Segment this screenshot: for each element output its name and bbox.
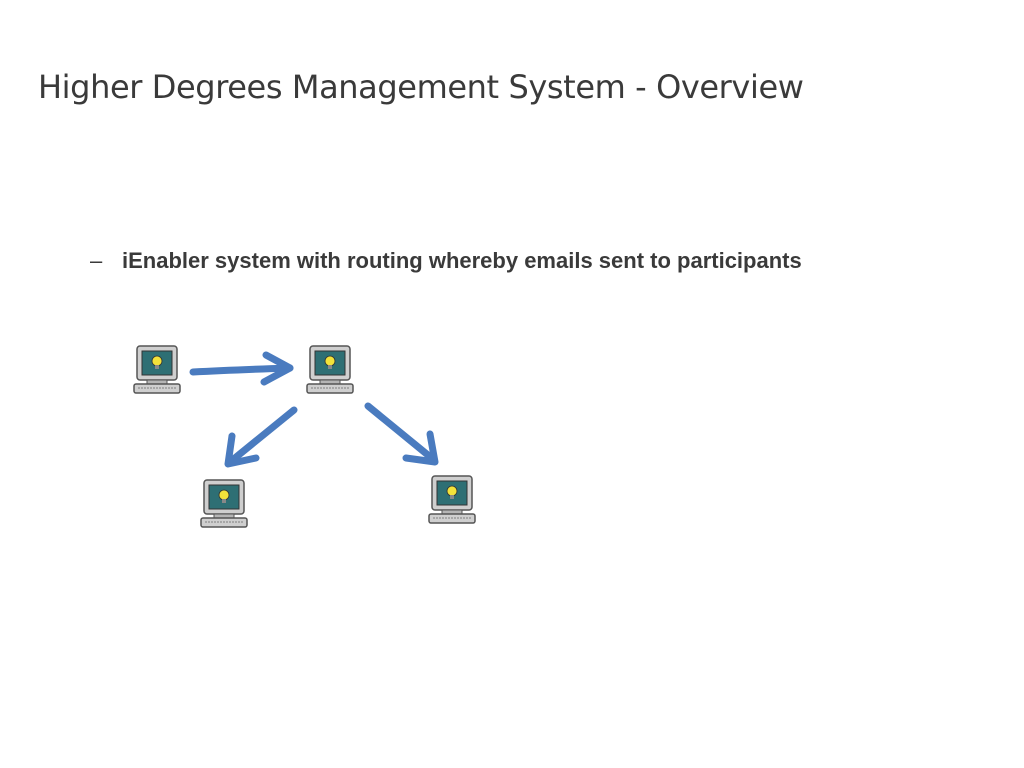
bullet-item: – iEnabler system with routing whereby e… — [90, 248, 802, 274]
arrow-icon — [364, 402, 439, 466]
bullet-marker: – — [90, 248, 103, 273]
computer-icon — [133, 345, 181, 394]
arrow-icon — [189, 351, 294, 386]
arrow-icon — [224, 406, 298, 468]
bullet-text: iEnabler system with routing whereby ema… — [122, 248, 802, 273]
slide-title: Higher Degrees Management System - Overv… — [38, 68, 804, 106]
computer-icon — [200, 479, 248, 528]
computer-icon — [428, 475, 476, 524]
computer-icon — [306, 345, 354, 394]
